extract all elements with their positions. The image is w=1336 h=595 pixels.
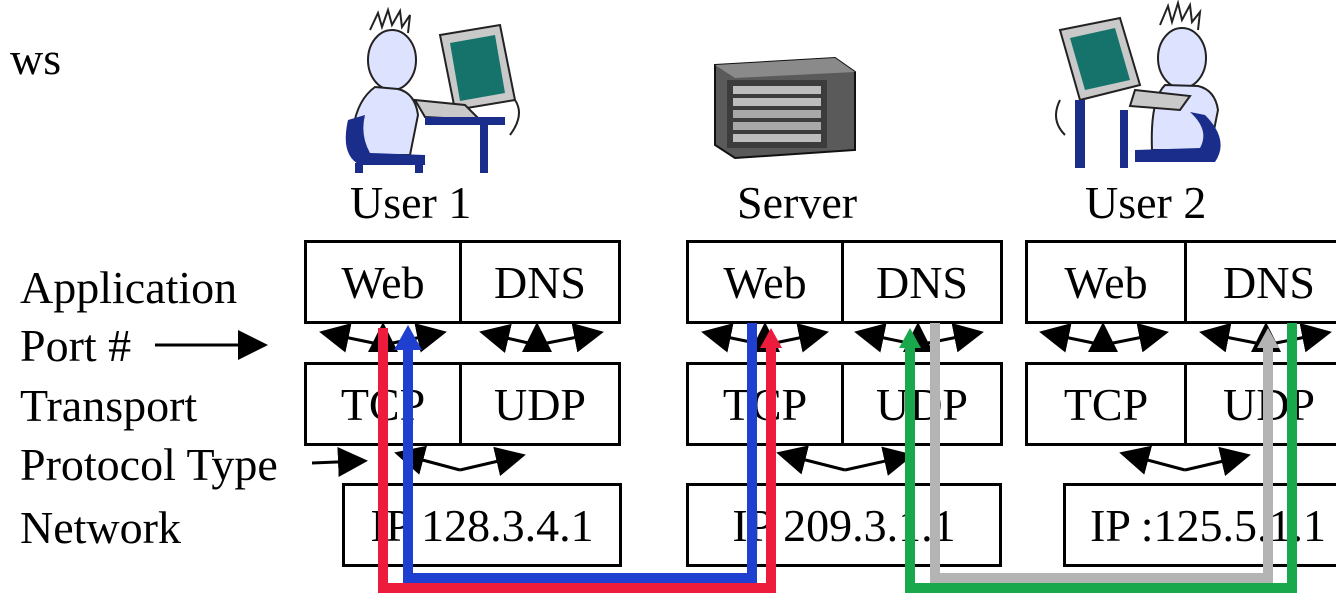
user-2-tcp-box: TCP [1025, 362, 1187, 446]
host-name-server: Server [737, 177, 858, 228]
host-name-user-2: User 2 [1085, 177, 1207, 228]
layer-label-application: Application [20, 262, 238, 313]
user-1-udp-box: UDP [459, 362, 621, 446]
user-2-web-box: Web [1025, 240, 1187, 324]
dns-request-path [905, 323, 1297, 593]
layer-label-protocol-type: Protocol Type [20, 439, 278, 490]
user-1-dns-box: DNS [459, 240, 621, 324]
partial-heading-text: ws [10, 33, 62, 84]
server-dns-box: DNS [841, 240, 1003, 324]
server-ip-box: IP 209.3.1.1 [686, 483, 1002, 567]
user-1-computer-icon [345, 6, 520, 173]
layer-label-port: Port # [20, 320, 132, 371]
web-response-path [378, 328, 776, 593]
dns-response-path [930, 323, 1273, 583]
layer-label-transport: Transport [20, 380, 198, 431]
user-2-computer-icon [1055, 0, 1221, 168]
protocol-type-label-arrow [311, 446, 368, 477]
layer-label-network: Network [20, 502, 181, 553]
host-name-user-1: User 1 [350, 177, 472, 228]
web-request-path [403, 323, 757, 583]
server-router-icon [714, 56, 856, 160]
server-udp-box: UDP [841, 362, 1003, 446]
